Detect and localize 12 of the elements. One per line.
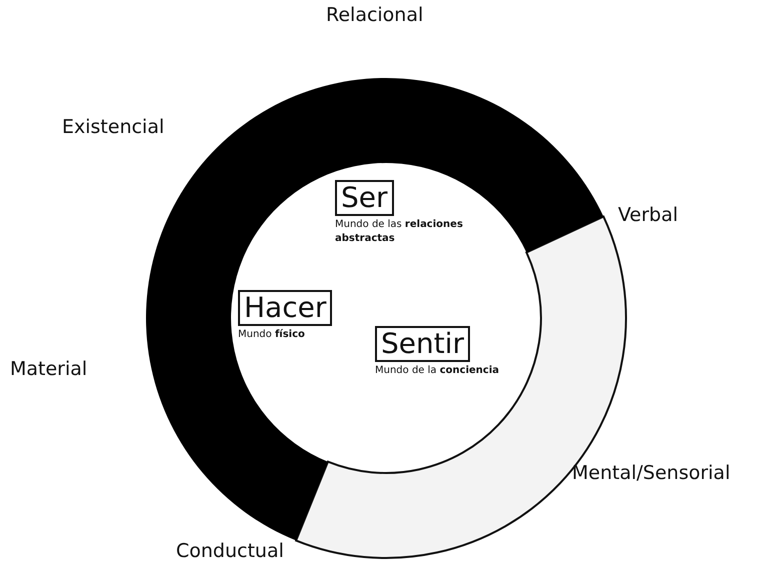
ring-section-label: Relacional — [326, 4, 424, 26]
concept-description: Mundo de la conciencia — [375, 364, 500, 378]
concept-description: Mundo de las relaciones abstractas — [335, 218, 464, 246]
concept-box: Ser — [335, 180, 394, 216]
ring-section-label: Mental/Sensorial — [572, 462, 730, 484]
ring-section-label: Conductual — [176, 540, 284, 562]
concept-box: Hacer — [238, 290, 332, 326]
concept-box: Sentir — [375, 326, 470, 362]
concept-description: Mundo físico — [238, 328, 306, 342]
ring-section-label: Existencial — [62, 116, 164, 138]
ring-section-label: Verbal — [618, 204, 678, 226]
ring-section-label: Material — [10, 358, 88, 380]
